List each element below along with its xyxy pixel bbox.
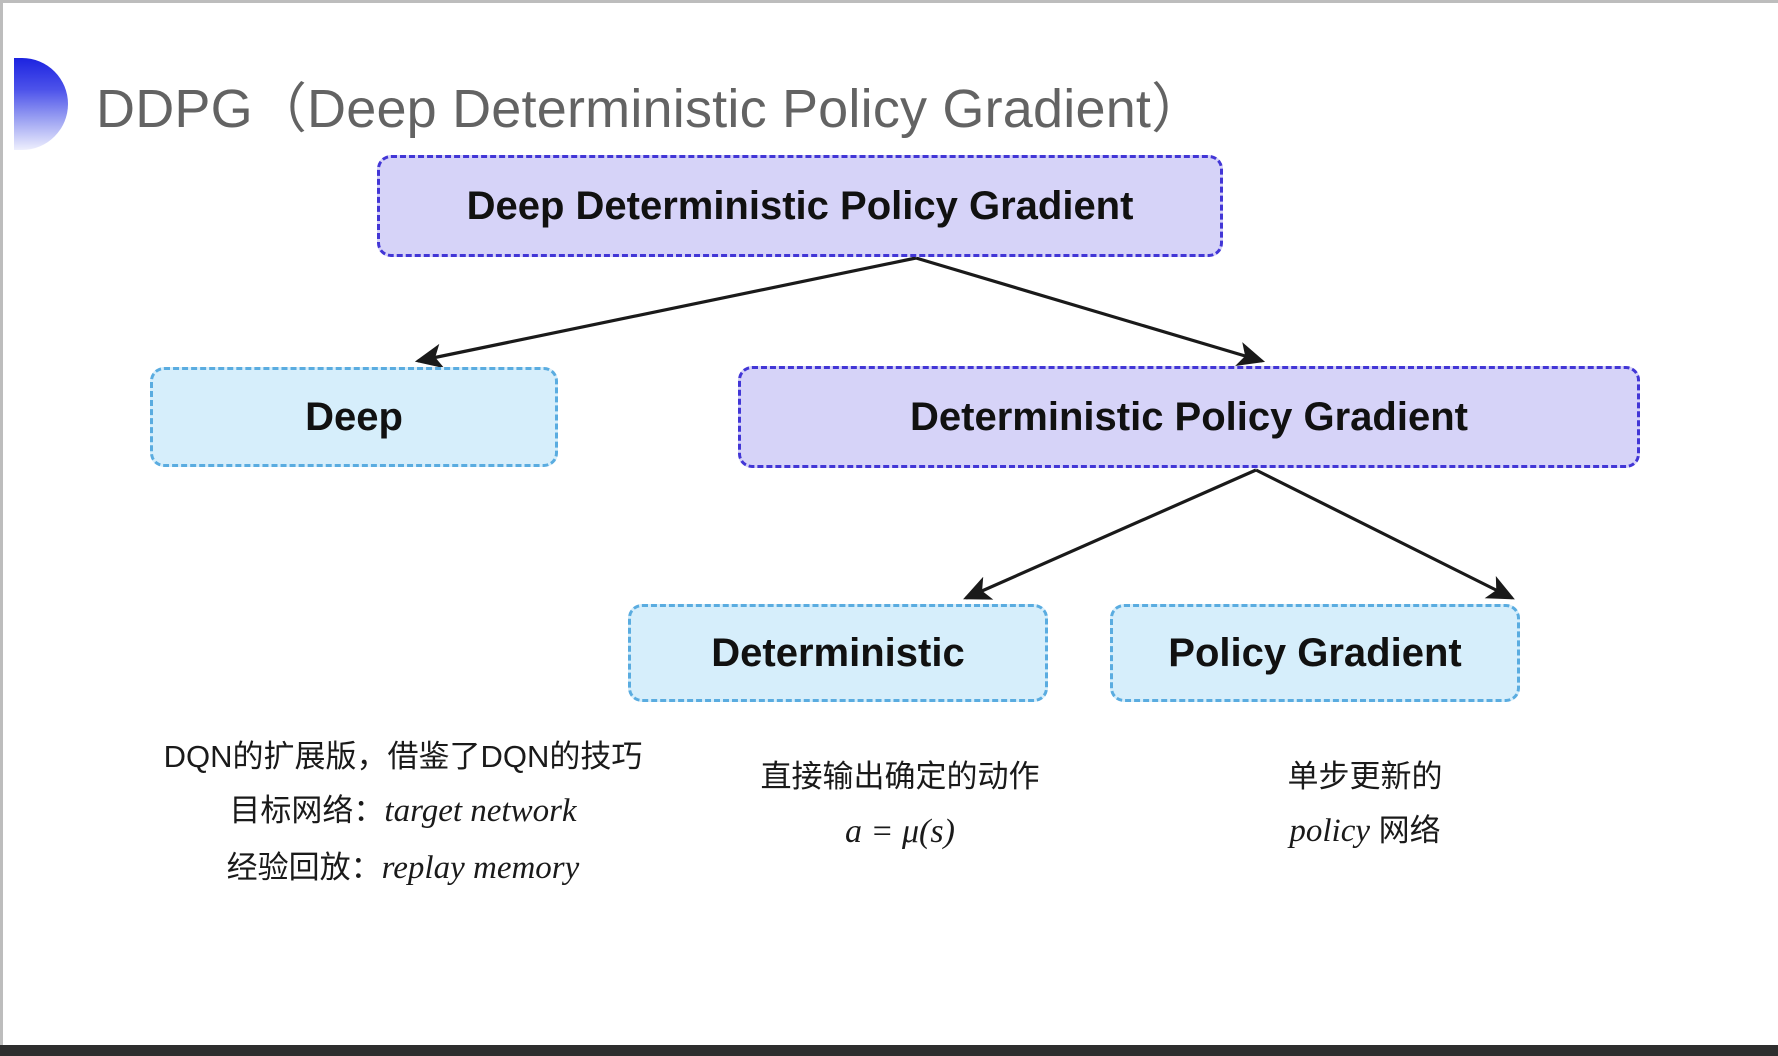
caption-deterministic: 直接输出确定的动作 a = μ(s) (720, 750, 1080, 862)
caption-policy-gradient-term: policy (1289, 813, 1370, 850)
caption-deep-line-2: 目标网络：target network (148, 783, 658, 840)
half-circle-bullet-icon (14, 58, 68, 150)
frame-edge-left (0, 0, 3, 1056)
edge-dpg-to-deterministic (963, 468, 1257, 600)
caption-policy-gradient-line-1: 单步更新的 (1287, 759, 1443, 794)
frame-edge-bottom (0, 1045, 1778, 1056)
caption-deep: DQN的扩展版，借鉴了DQN的技巧 目标网络：target network 经验… (148, 730, 658, 897)
node-deterministic[interactable]: Deterministic (628, 604, 1048, 702)
edge-root-to-deep (414, 256, 917, 369)
caption-deep-line-3-term: replay memory (381, 850, 580, 887)
caption-deep-line-3-label: 经验回放： (226, 850, 382, 886)
caption-deterministic-formula: a = μ(s) (845, 813, 955, 851)
caption-policy-gradient: 单步更新的 policy 网络 (1185, 750, 1545, 860)
node-deterministic-policy-gradient[interactable]: Deterministic Policy Gradient (738, 366, 1640, 468)
caption-deep-line-3: 经验回放：replay memory (148, 840, 658, 897)
caption-deterministic-line-1: 直接输出确定的动作 (760, 759, 1040, 794)
node-deep[interactable]: Deep (150, 367, 558, 467)
caption-policy-gradient-line-2: policy 网络 (1185, 803, 1545, 860)
node-deep-deterministic-policy-gradient[interactable]: Deep Deterministic Policy Gradient (377, 155, 1223, 257)
caption-deep-line-1: DQN的扩展版，借鉴了DQN的技巧 (163, 739, 643, 774)
node-policy-gradient[interactable]: Policy Gradient (1110, 604, 1520, 702)
caption-deep-line-2-term: target network (384, 793, 577, 830)
caption-deep-line-2-label: 目标网络： (229, 793, 385, 829)
page-title: DDPG（Deep Deterministic Policy Gradient） (96, 79, 1206, 139)
edge-dpg-to-policy-gradient (1255, 468, 1515, 600)
caption-policy-gradient-suffix: 网络 (1370, 813, 1441, 849)
frame-edge-top (0, 0, 1778, 3)
edge-root-to-dpg (915, 256, 1266, 367)
